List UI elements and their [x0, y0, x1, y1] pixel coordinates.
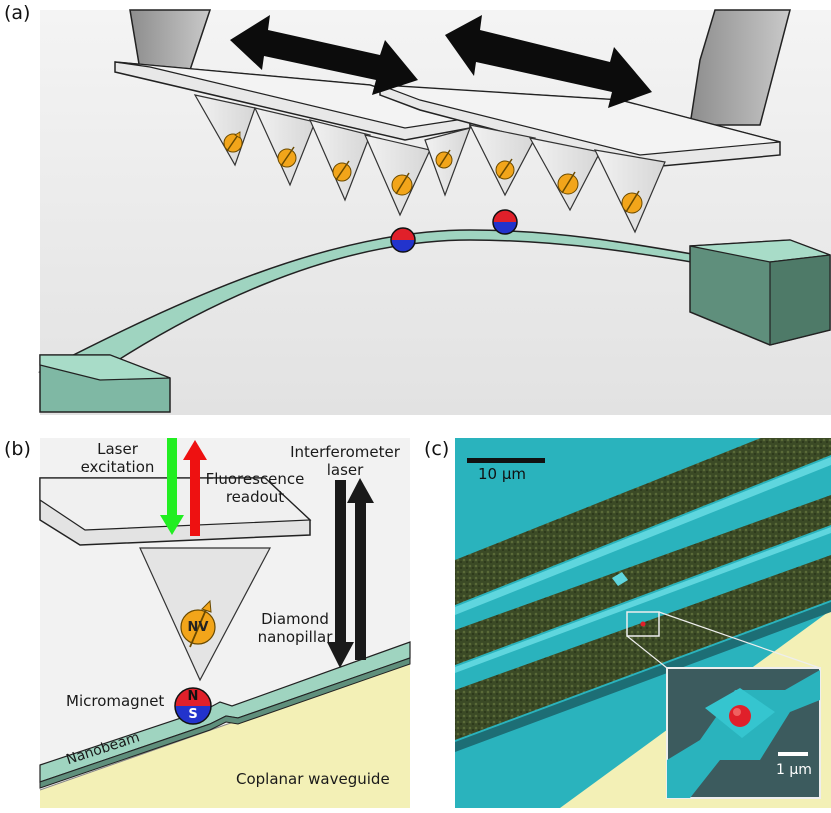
- micromagnet-label: Micromagnet: [66, 692, 165, 710]
- scalebar-main-label: 10 μm: [478, 465, 527, 483]
- panel-a-illustration: [38, 9, 831, 415]
- panel-b-label: (b): [4, 438, 31, 460]
- sem-trench-3: [455, 555, 831, 740]
- inset-zoom: [666, 667, 821, 799]
- south-pole-label: S: [188, 707, 198, 722]
- fluorescence-readout-label: Fluorescence readout: [205, 470, 305, 506]
- nv-center-b: [180, 599, 216, 648]
- scalebar-inset: [778, 752, 808, 756]
- micromagnets-a: [390, 209, 518, 253]
- motion-arrows: [230, 15, 652, 108]
- right-arm: [689, 9, 791, 126]
- zoom-region-box: [626, 611, 660, 637]
- nv-centers-a: [223, 131, 643, 214]
- coplanar-waveguide-area: [40, 660, 410, 808]
- sem-trench-2: [455, 495, 831, 665]
- sem-trench-1: [455, 438, 831, 605]
- laser-excitation-label: Laser excitation: [80, 440, 155, 476]
- micromagnet-b: [174, 687, 212, 725]
- laser-excitation-arrow: [160, 438, 184, 535]
- interferometer-laser-label: Interferometer laser: [290, 443, 400, 479]
- diamond-nanopillar-label: Diamond nanopillar: [257, 610, 333, 646]
- north-pole-label: N: [187, 689, 199, 704]
- scalebar-inset-label: 1 μm: [776, 762, 812, 778]
- scalebar-main: [467, 458, 545, 463]
- panel-a-label: (a): [4, 2, 31, 24]
- coplanar-waveguide-label: Coplanar waveguide: [236, 770, 390, 788]
- nv-label: NV: [187, 620, 209, 635]
- interferometer-arrows: [327, 478, 374, 668]
- micromagnet-sem: [729, 705, 751, 727]
- panel-c-label: (c): [424, 438, 450, 460]
- fluorescence-readout-arrow: [183, 440, 207, 536]
